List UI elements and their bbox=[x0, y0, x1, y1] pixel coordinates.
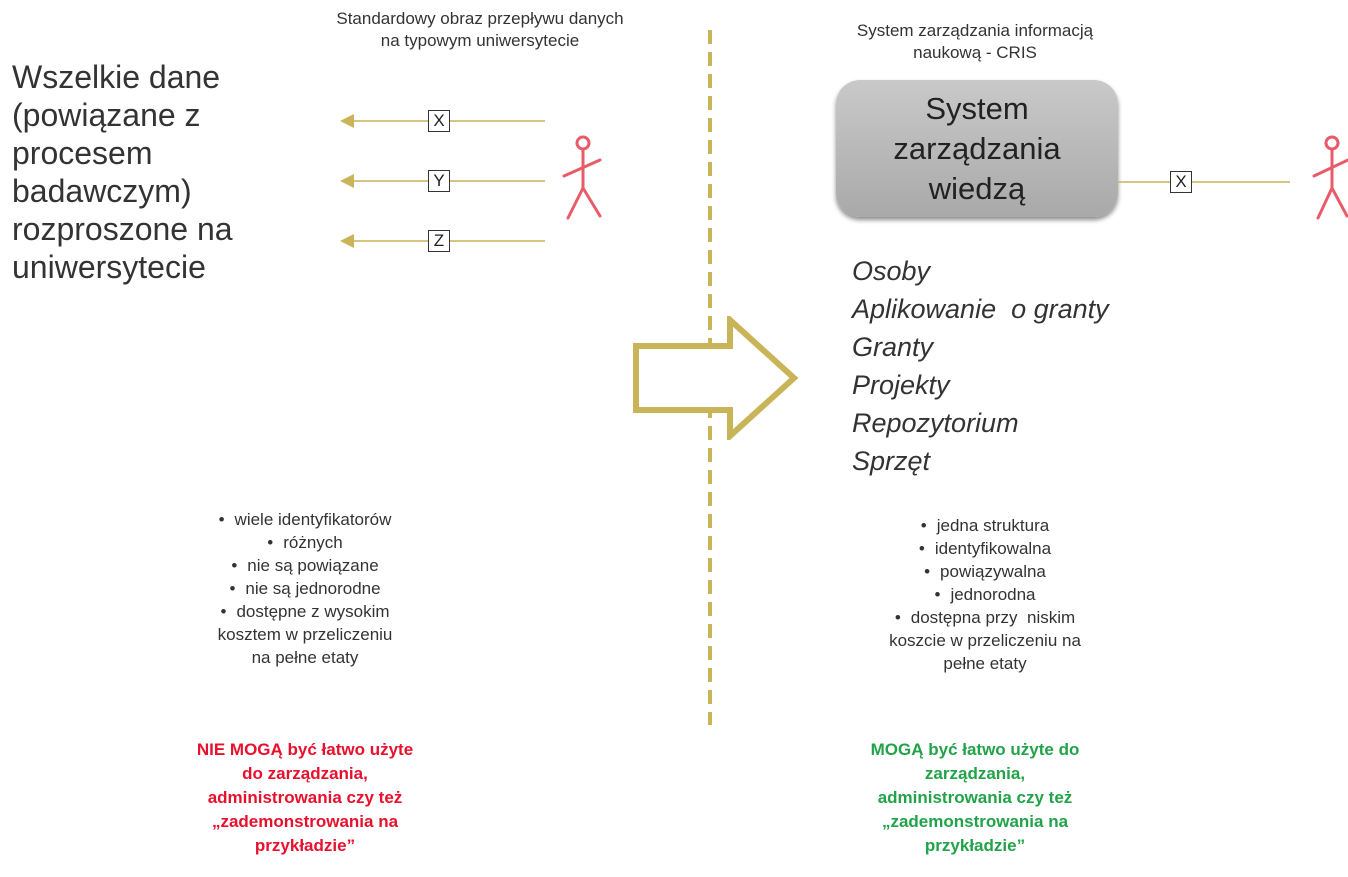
divider-line bbox=[708, 30, 712, 725]
bullet-item: jednorodna bbox=[830, 583, 1140, 606]
left-bullets: wiele identyfikatorów różnych nie są pow… bbox=[150, 508, 460, 669]
right-caption: System zarządzania informacją naukową - … bbox=[790, 20, 1160, 64]
verdict-line: do zarządzania, bbox=[242, 764, 368, 783]
heading-line: Wszelkie dane bbox=[12, 59, 221, 95]
bullet-item: jedna struktura bbox=[830, 514, 1140, 537]
verdict-line: przykładzie” bbox=[254, 836, 356, 855]
right-bullets: jedna struktura identyfikowalna powiązyw… bbox=[830, 514, 1140, 675]
bullet-item: identyfikowalna bbox=[830, 537, 1140, 560]
cris-item: Repozytorium bbox=[852, 408, 1019, 438]
flow-label-x-right: X bbox=[1170, 171, 1192, 193]
bullet-item: dostępne z wysokim bbox=[150, 600, 460, 623]
cris-item: Granty bbox=[852, 332, 934, 362]
left-heading: Wszelkie dane (powiązane z procesem bada… bbox=[12, 58, 312, 286]
bullet-continuation: kosztem w przeliczeniu bbox=[217, 625, 393, 644]
transition-arrow-icon bbox=[633, 316, 799, 440]
bullet-item: nie są jednorodne bbox=[150, 577, 460, 600]
verdict-line: przykładzie” bbox=[924, 836, 1026, 855]
right-caption-line: naukową - CRIS bbox=[913, 43, 1037, 62]
cris-item: Osoby bbox=[852, 256, 931, 286]
bullet-continuation: na pełne etaty bbox=[251, 648, 359, 667]
right-flow-line bbox=[1118, 181, 1290, 183]
right-caption-line: System zarządzania informacją bbox=[856, 21, 1094, 40]
flow-label-x: X bbox=[428, 110, 450, 132]
person-icon bbox=[1312, 135, 1348, 220]
heading-line: badawczym) bbox=[12, 173, 192, 209]
left-caption: Standardowy obraz przepływu danych na ty… bbox=[255, 8, 705, 52]
verdict-line: administrowania czy też bbox=[207, 788, 403, 807]
heading-line: procesem bbox=[12, 135, 153, 171]
knowledge-system-box: System zarządzania wiedzą bbox=[836, 80, 1118, 217]
box-line: zarządzania bbox=[893, 130, 1061, 166]
flow-label-z: Z bbox=[428, 230, 450, 252]
person-icon bbox=[562, 135, 602, 220]
heading-line: rozproszone na bbox=[12, 211, 233, 247]
verdict-line: zarządzania, bbox=[924, 764, 1026, 783]
box-line: wiedzą bbox=[928, 170, 1026, 206]
bullet-continuation: koszcie w przeliczeniu na bbox=[889, 631, 1081, 650]
cris-items: Osoby Aplikowanie o granty Granty Projek… bbox=[852, 252, 1192, 480]
verdict-line: „zademonstrowania na bbox=[881, 812, 1069, 831]
left-verdict: NIE MOGĄ być łatwo użyte do zarządzania,… bbox=[150, 738, 460, 858]
heading-line: (powiązane z bbox=[12, 97, 201, 133]
verdict-line: „zademonstrowania na bbox=[211, 812, 399, 831]
cris-item: Sprzęt bbox=[852, 446, 931, 476]
left-caption-line: na typowym uniwersytecie bbox=[380, 31, 580, 50]
bullet-continuation: pełne etaty bbox=[943, 654, 1027, 673]
bullet-item: różnych bbox=[150, 531, 460, 554]
verdict-line: administrowania czy też bbox=[877, 788, 1073, 807]
cris-item: Aplikowanie o granty bbox=[852, 294, 1109, 324]
verdict-line: MOGĄ być łatwo użyte do bbox=[870, 740, 1080, 759]
box-line: System bbox=[925, 90, 1029, 126]
flow-label-y: Y bbox=[428, 170, 450, 192]
cris-item: Projekty bbox=[852, 370, 950, 400]
bullet-item: wiele identyfikatorów bbox=[150, 508, 460, 531]
left-caption-line: Standardowy obraz przepływu danych bbox=[336, 9, 624, 28]
bullet-item: dostępna przy niskim bbox=[830, 606, 1140, 629]
heading-line: uniwersytecie bbox=[12, 249, 206, 285]
right-verdict: MOGĄ być łatwo użyte do zarządzania, adm… bbox=[810, 738, 1140, 858]
bullet-item: nie są powiązane bbox=[150, 554, 460, 577]
bullet-item: powiązywalna bbox=[830, 560, 1140, 583]
verdict-line: NIE MOGĄ być łatwo użyte bbox=[196, 740, 414, 759]
